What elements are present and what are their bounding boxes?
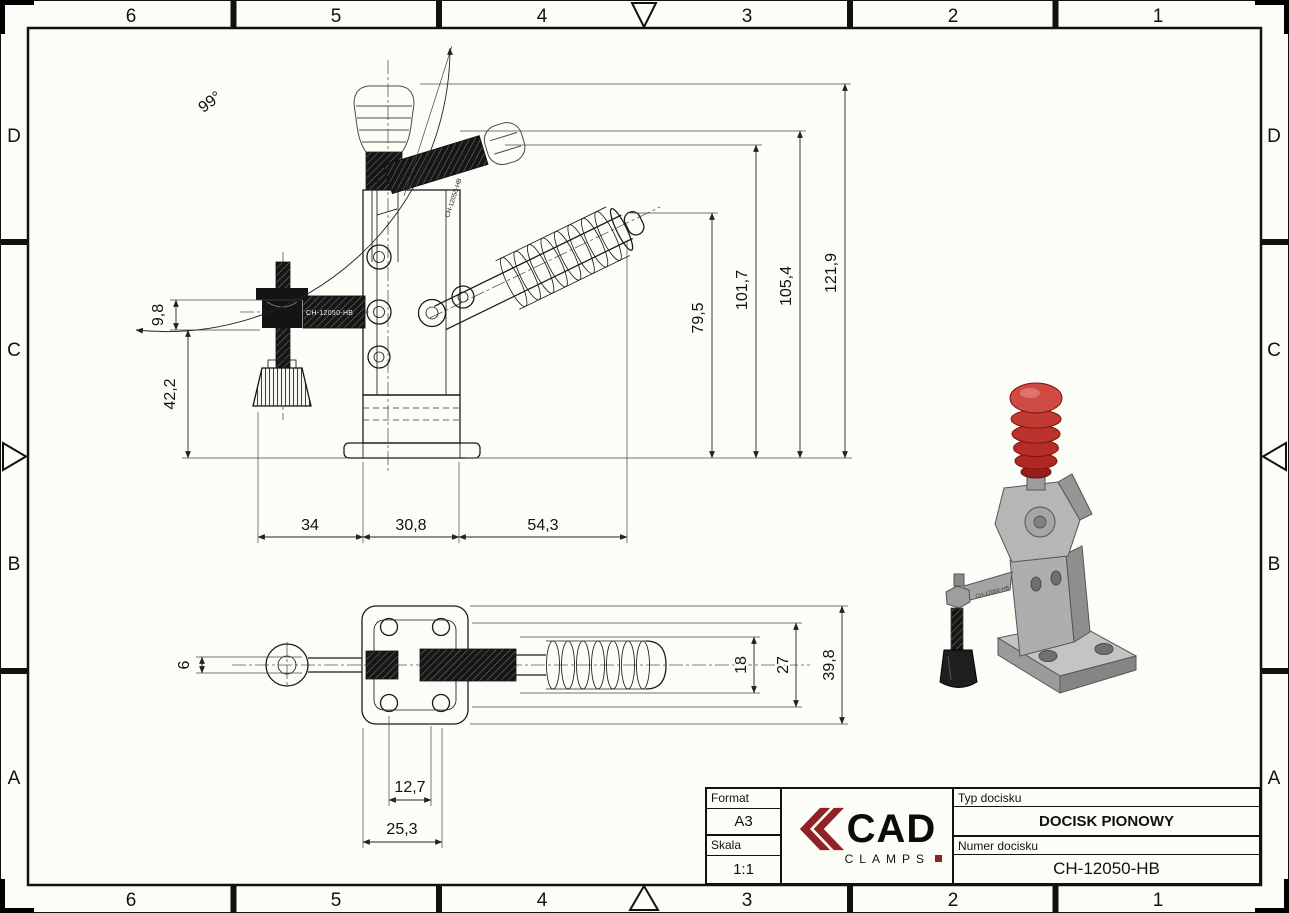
bracket-hole xyxy=(1050,570,1062,586)
center-mark-bottom xyxy=(628,884,660,911)
threaded-spindle-lower xyxy=(275,327,291,369)
top-dimensions: 6 18 27 39,8 12,7 25,3 xyxy=(174,605,848,848)
title-block-part-info: Typ docisku DOCISK PIONOWY Numer docisku… xyxy=(954,789,1259,883)
format-value: A3 xyxy=(707,809,780,836)
base-mount-hole xyxy=(1038,650,1058,662)
clamp-base xyxy=(343,394,481,459)
col-label-top: 6 xyxy=(126,6,137,27)
hex-nut-3d xyxy=(945,585,971,609)
corner-mark-top-right xyxy=(1255,0,1289,34)
title-block: Format A3 Skala 1:1 CAD CLAMPS Typ docis… xyxy=(705,787,1261,885)
dim-label: 79,5 xyxy=(690,302,707,333)
scale-label: Skala xyxy=(707,836,780,856)
top-view xyxy=(232,605,810,725)
col-label-top: 3 xyxy=(742,6,753,27)
row-label-left: B xyxy=(8,554,21,575)
center-mark-left xyxy=(2,441,28,472)
col-label-bottom: 3 xyxy=(742,890,753,911)
center-mark-top xyxy=(630,2,658,30)
corner-mark-top-left xyxy=(0,0,34,34)
dim-label: 6 xyxy=(176,660,193,669)
col-label-bottom: 5 xyxy=(331,890,342,911)
lever-head-side xyxy=(1057,473,1093,521)
logo-clamps-text: CLAMPS xyxy=(844,851,930,866)
cad-clamps-chevron-icon xyxy=(799,807,844,850)
grip-knurl-top xyxy=(419,648,517,682)
center-mark-right xyxy=(1261,441,1287,472)
dim-label: 18 xyxy=(733,656,750,674)
dim-label: 54,3 xyxy=(527,517,558,534)
clamp-body xyxy=(362,189,475,396)
rubber-foot xyxy=(252,367,312,407)
corner-mark-bottom-left xyxy=(0,879,34,913)
dim-label: 25,3 xyxy=(386,821,417,838)
spindle-hex-nut xyxy=(262,300,302,328)
col-label-bottom: 2 xyxy=(948,890,959,911)
row-label-left: A xyxy=(8,768,21,789)
engraving-part-number: CH-12050-HB xyxy=(306,310,353,317)
handle-tilted xyxy=(367,122,526,216)
dim-label: 101,7 xyxy=(734,270,751,310)
format-label: Format xyxy=(707,789,780,809)
row-label-left: C xyxy=(7,340,21,361)
grid-labels: 6 5 4 3 2 1 6 5 4 3 2 1 D C B A D C B A xyxy=(7,6,1281,911)
threaded-rod-3d xyxy=(950,607,964,651)
dim-label: 121,9 xyxy=(823,253,840,293)
front-dimensions: 99° 9,8 42,2 34 30,8 54,3 79,5 101,7 105… xyxy=(135,45,852,543)
title-block-format-scale: Format A3 Skala 1:1 xyxy=(707,789,782,883)
bracket-front-plate xyxy=(1009,553,1075,657)
type-label: Typ docisku xyxy=(954,789,1259,807)
row-label-right: B xyxy=(1268,554,1281,575)
front-view: CH-12050-HB xyxy=(240,60,661,472)
logo-square-mark xyxy=(935,855,942,862)
row-label-right: D xyxy=(1267,126,1281,147)
dim-angle-label: 99° xyxy=(196,88,226,116)
dim-label: 9,8 xyxy=(150,304,167,326)
col-label-top: 5 xyxy=(331,6,342,27)
row-label-right: A xyxy=(1268,768,1281,789)
base-side-face xyxy=(1059,655,1137,694)
red-handle-knob xyxy=(1009,382,1063,479)
arm-knurl-top xyxy=(365,650,399,680)
dim-label: 39,8 xyxy=(821,649,838,680)
handle-knob-outline xyxy=(483,122,526,166)
base-mount-hole xyxy=(1094,643,1114,655)
col-label-bottom: 4 xyxy=(537,890,548,911)
corner-mark-bottom-right xyxy=(1255,879,1289,913)
number-value: CH-12050-HB xyxy=(1053,859,1160,878)
dim-label: 105,4 xyxy=(778,266,795,306)
spindle-arm-spring xyxy=(434,206,645,331)
bracket-side-plate xyxy=(1065,545,1091,643)
logo-cad-text: CAD xyxy=(846,806,937,851)
col-label-top: 4 xyxy=(537,6,548,27)
col-label-bottom: 1 xyxy=(1153,890,1164,911)
dim-label: 30,8 xyxy=(395,517,426,534)
row-label-left: D xyxy=(7,126,21,147)
row-label-right: C xyxy=(1267,340,1281,361)
spindle-stud xyxy=(953,573,965,587)
iso-view-3d: CH-12050-HB xyxy=(939,382,1138,694)
brand-logo: CAD CLAMPS xyxy=(782,789,954,883)
bracket-hole xyxy=(1030,576,1042,592)
handle-grip-knurl xyxy=(383,135,489,195)
dim-label: 27 xyxy=(775,656,792,674)
dim-label: 42,2 xyxy=(162,378,179,409)
clamp-arm-spindle: CH-12050-HB xyxy=(252,261,366,407)
rubber-foot-3d xyxy=(939,649,978,688)
scale-value: 1:1 xyxy=(733,861,754,878)
number-label: Numer docisku xyxy=(954,837,1259,855)
col-label-top: 2 xyxy=(948,6,959,27)
pivot-pin xyxy=(1033,515,1047,529)
col-label-top: 1 xyxy=(1153,6,1164,27)
dim-label: 12,7 xyxy=(394,779,425,796)
col-label-bottom: 6 xyxy=(126,890,137,911)
dim-label: 34 xyxy=(301,517,319,534)
type-value: DOCISK PIONOWY xyxy=(954,807,1259,837)
